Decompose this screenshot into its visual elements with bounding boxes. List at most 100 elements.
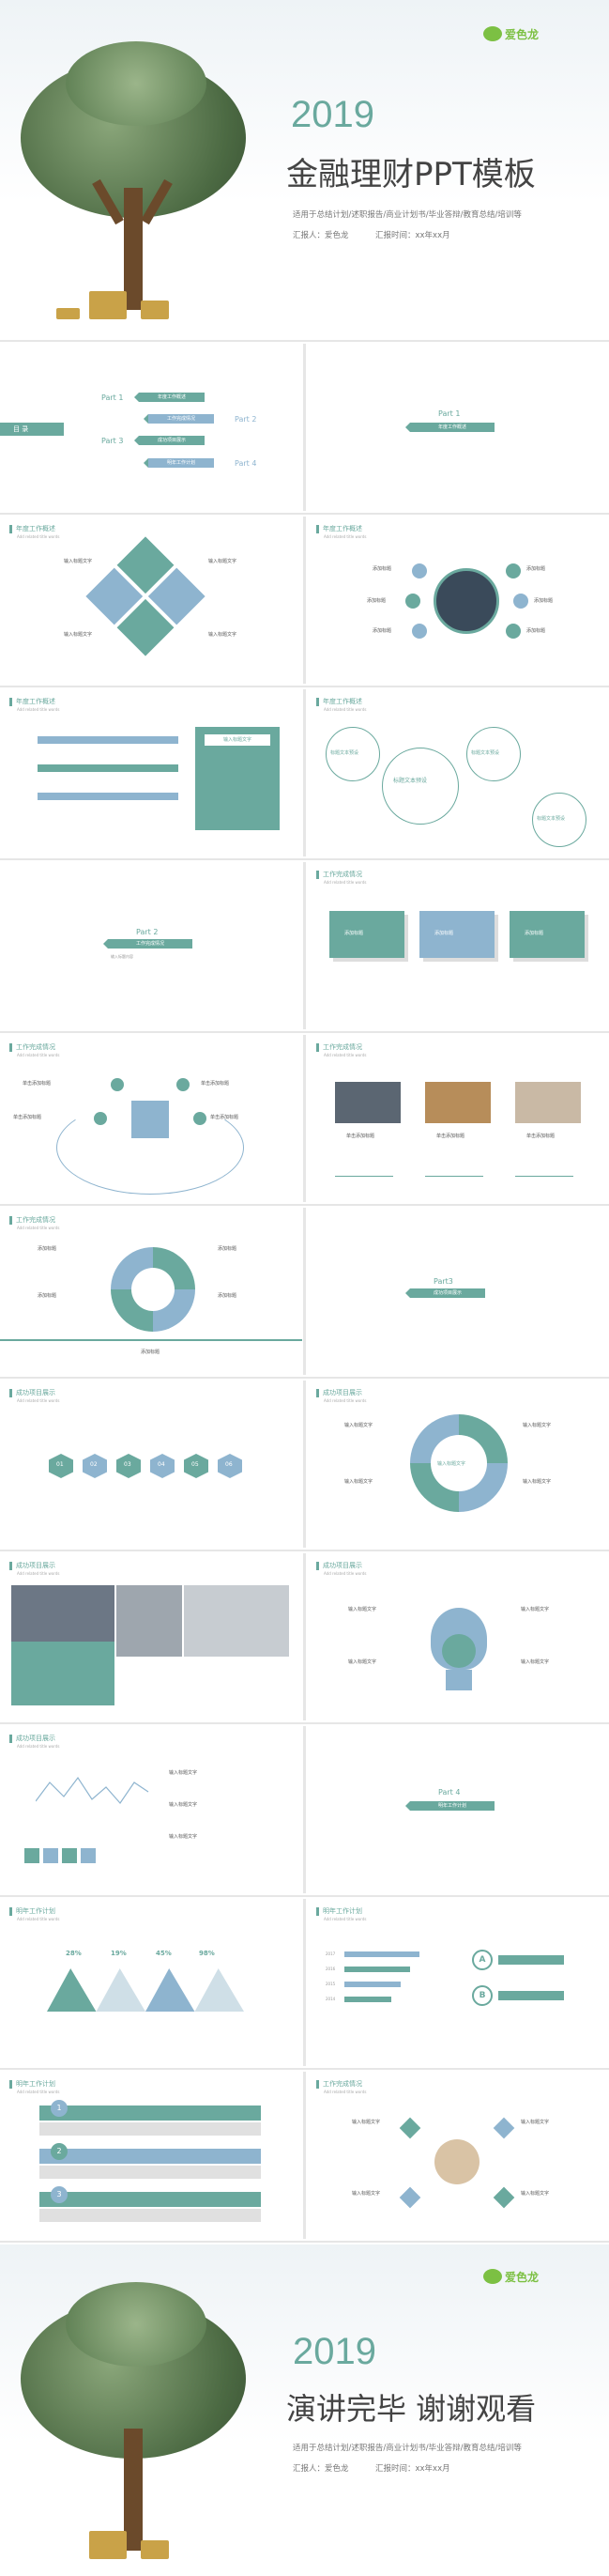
photo	[335, 1082, 401, 1123]
icon-circle	[506, 624, 521, 639]
number-circle: 3	[51, 2186, 68, 2203]
text-label: 添加标题	[526, 566, 546, 572]
part1-label: Part 1	[438, 409, 461, 418]
part3-title: 成功项目展示	[405, 1288, 485, 1298]
photo	[515, 1082, 581, 1123]
divider	[425, 1176, 483, 1177]
number-circle: 1	[51, 2100, 68, 2117]
card-title: 添加标题	[434, 931, 454, 936]
year-bar	[344, 1967, 410, 1972]
list-row	[39, 2149, 261, 2164]
bulb-base	[446, 1670, 472, 1690]
year-label: 2016	[326, 1967, 336, 1971]
text-label: 添加标题	[373, 566, 392, 572]
list-row	[39, 2192, 261, 2207]
step-circle	[193, 1112, 206, 1125]
text-label: 输入标题文字	[208, 632, 237, 638]
toc-part1: Part 1	[101, 393, 124, 402]
text-label: 添加标题	[218, 1293, 237, 1299]
text-label: 添加标题	[534, 598, 554, 604]
text-label: 输入标题文字	[169, 1802, 198, 1808]
part3-slide: Part3 成功项目展示	[307, 1208, 609, 1375]
bubble-text: 标题文本预设	[393, 778, 428, 784]
part2-desc: 输入标题内容	[111, 954, 133, 959]
text-label: 单击添加标题	[13, 1115, 42, 1120]
text-label: 输入标题文字	[348, 1659, 377, 1665]
toc-part2: Part 2	[235, 415, 257, 424]
arrow-icon	[493, 2186, 515, 2209]
cover-year: 2019	[291, 94, 374, 135]
toc-title3[interactable]: 成功项目展示	[134, 436, 205, 445]
divider	[515, 1176, 573, 1177]
icon-circle	[412, 563, 427, 578]
panel-title: 输入标题文字	[205, 734, 270, 746]
toc-label: 目 录	[0, 423, 64, 436]
center-avatar	[434, 2139, 480, 2184]
bubble-text: 标题文本预设	[537, 816, 566, 822]
bar-row	[38, 736, 178, 744]
step-circle	[176, 1078, 190, 1091]
text-label: 输入标题文字	[352, 2120, 381, 2125]
percent-label: 28%	[66, 1950, 82, 1957]
cover-reporter: 汇报人：爱色龙	[293, 231, 349, 240]
bulb-core	[442, 1634, 476, 1668]
arc-decor	[56, 1101, 244, 1195]
part2-title: 工作完成情况	[103, 939, 192, 949]
text-label: 单击添加标题	[201, 1081, 230, 1087]
step-circle	[94, 1112, 107, 1125]
part2-slide: Part 2 工作完成情况 输入标题内容	[0, 862, 302, 1029]
hex-label: 03	[124, 1461, 131, 1468]
label-pill	[498, 1955, 564, 1965]
toc-part3: Part 3	[101, 437, 124, 445]
text-label: 输入标题文字	[169, 1770, 198, 1776]
gear-center	[131, 1268, 175, 1311]
year-bar	[344, 1982, 401, 1987]
photo	[11, 1585, 114, 1642]
text-label: 输入标题文字	[169, 1834, 198, 1840]
hex-label: 05	[191, 1461, 199, 1468]
toc-title4[interactable]: 明年工作计划	[144, 458, 214, 468]
legend-tile	[81, 1848, 96, 1863]
toc-title1[interactable]: 年度工作概述	[134, 393, 205, 402]
part2-label: Part 2	[136, 928, 159, 936]
part4-title: 明年工作计划	[405, 1801, 495, 1811]
bubble-text: 标题文本预设	[330, 750, 359, 756]
podium-icon	[131, 1101, 169, 1138]
text-label: 输入标题文字	[64, 559, 93, 564]
part1-slide: Part 1 年度工作概述	[307, 344, 609, 511]
icon-circle	[506, 563, 521, 578]
part1-title: 年度工作概述	[405, 423, 495, 432]
logo-icon	[483, 2269, 502, 2284]
bubble-small	[532, 793, 586, 847]
part3-label: Part3	[434, 1277, 453, 1286]
part4-label: Part 4	[438, 1788, 461, 1797]
end-subtitle: 适用于总结计划/述职报告/商业计划书/毕业答辩/教育总结/培训等	[293, 2444, 522, 2453]
toc-title2[interactable]: 工作完成情况	[144, 414, 214, 424]
logo-icon	[483, 26, 502, 41]
text-label: 输入标题文字	[344, 1479, 373, 1485]
text-label: 单击添加标题	[346, 1134, 375, 1139]
list-row-sub	[39, 2122, 261, 2136]
bubble-small	[326, 727, 380, 781]
card-title: 添加标题	[344, 931, 364, 936]
hex-label: 04	[158, 1461, 165, 1468]
list-row-sub	[39, 2209, 261, 2222]
hex-label: 01	[56, 1461, 64, 1468]
toc-part4: Part 4	[235, 459, 257, 468]
text-label: 添加标题	[373, 628, 392, 634]
